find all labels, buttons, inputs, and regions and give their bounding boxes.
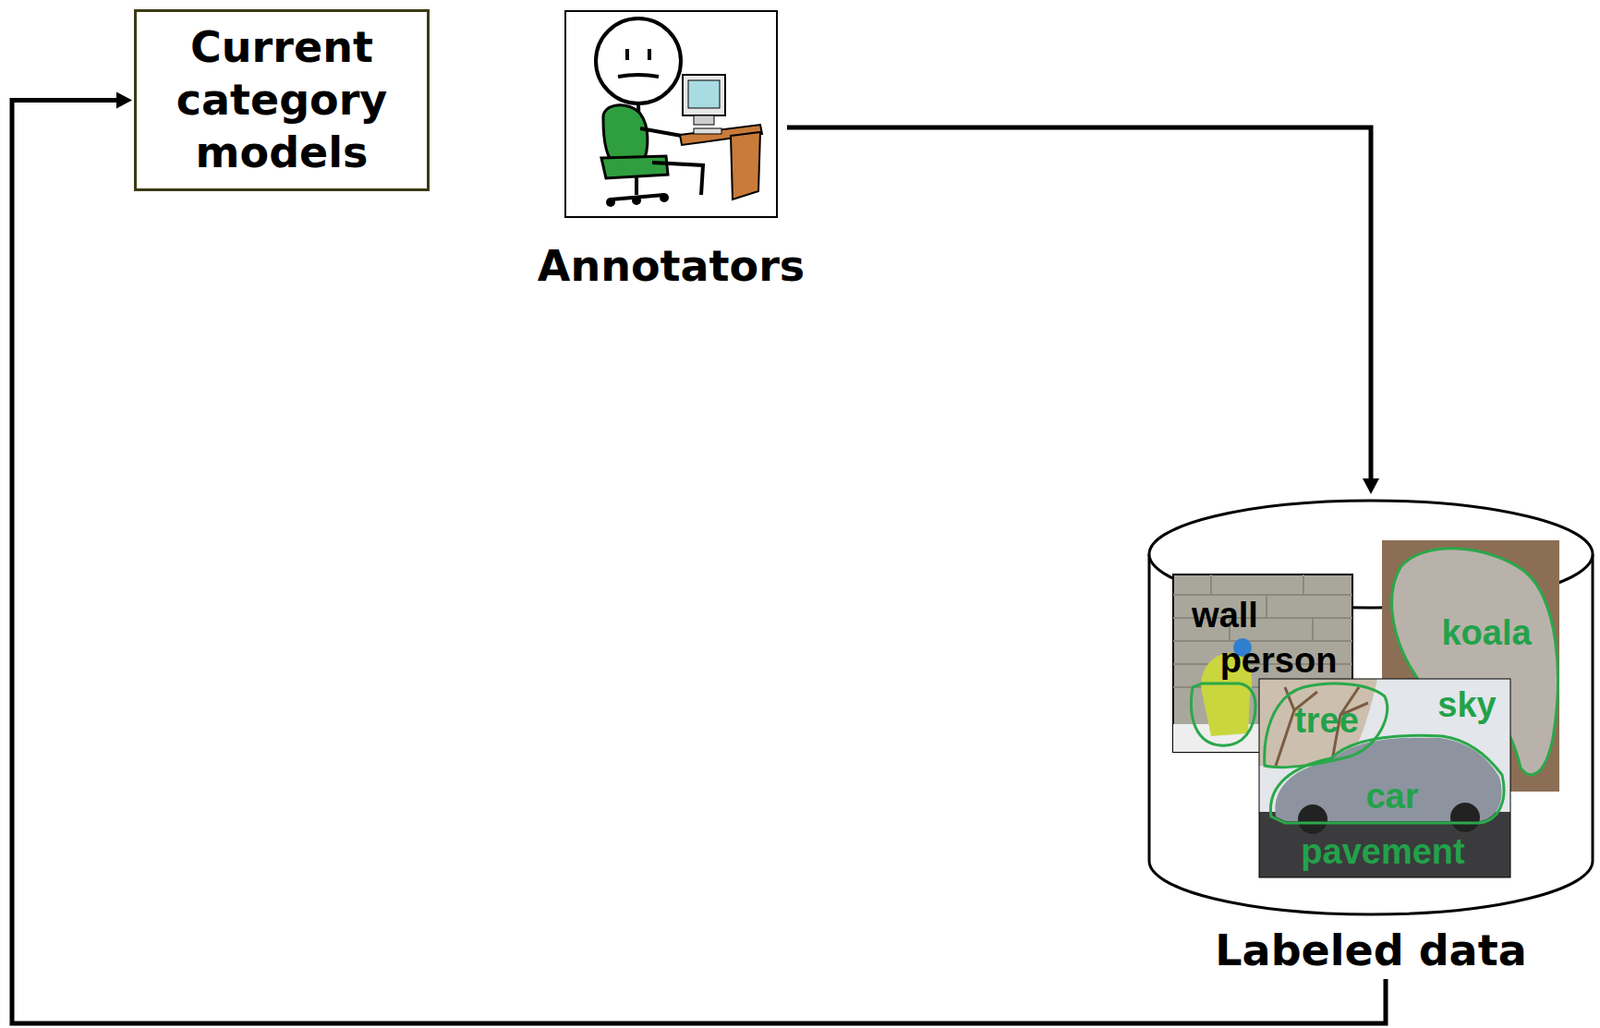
- arrowhead: [116, 92, 133, 110]
- region-label: person: [1220, 642, 1338, 679]
- region-label: car: [1365, 777, 1419, 815]
- region-label: tree: [1294, 702, 1359, 740]
- region-label: sky: [1437, 686, 1496, 724]
- database-node: Labeled data: [1146, 497, 1596, 977]
- annotator-icon: [595, 18, 763, 207]
- flow-arrow: [787, 127, 1380, 495]
- node-label: Current category models: [144, 21, 420, 180]
- region-label: wall: [1191, 596, 1259, 634]
- car-photo: [1259, 678, 1511, 878]
- connector-line: [787, 127, 1371, 481]
- region-label: pavement: [1300, 833, 1465, 871]
- region-label: koala: [1441, 614, 1531, 652]
- arrowhead: [1362, 478, 1380, 495]
- flow-arrow: [12, 92, 1386, 1025]
- node-label: Labeled data: [1146, 924, 1596, 977]
- connector-line: [12, 100, 1386, 1025]
- model-box: Current category models: [133, 9, 430, 192]
- annotator-box: Annotators: [564, 10, 778, 219]
- node-label: Annotators: [537, 241, 805, 291]
- database-cylinder: [1149, 500, 1593, 915]
